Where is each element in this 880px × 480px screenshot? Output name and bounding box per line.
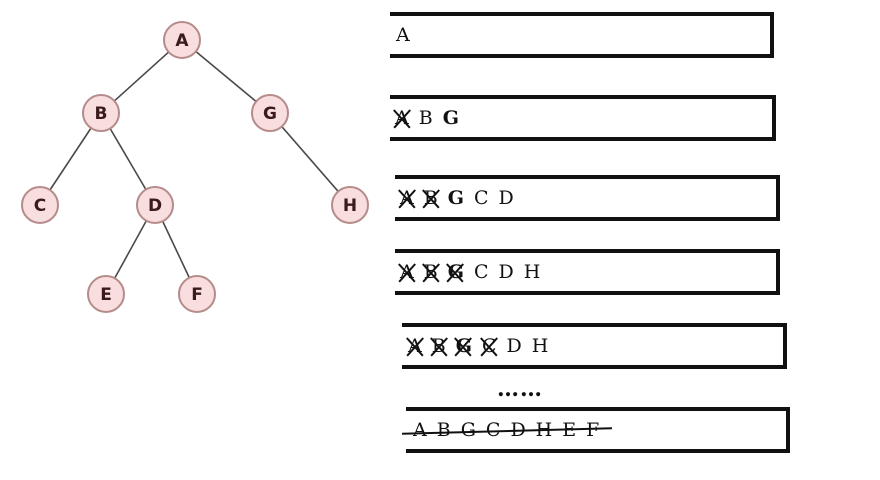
queued-node-H: H <box>523 261 541 283</box>
tree-node-circle <box>87 275 125 313</box>
dequeued-node-G: G <box>455 335 472 357</box>
tree-node-G: G <box>251 94 289 132</box>
queued-node-D: D <box>498 261 514 283</box>
tree-edge-A-G <box>195 50 257 103</box>
dequeued-node-A: A <box>400 261 414 283</box>
queued-node-B: B <box>436 419 451 441</box>
tree-node-circle <box>163 21 201 59</box>
queued-node-E: E <box>562 419 577 441</box>
tree-edge-D-E <box>113 220 148 279</box>
dequeued-node-A: A <box>400 187 414 209</box>
queued-node-G: G <box>442 107 459 129</box>
tree-node-C: C <box>21 186 59 224</box>
queued-node-B: B <box>418 107 433 129</box>
queue-sequence: A <box>396 16 420 54</box>
queue-box-step-1: A <box>390 12 774 58</box>
tree-node-E: E <box>87 275 125 313</box>
tree-node-label: D <box>148 196 162 216</box>
tree-node-label: G <box>263 104 277 124</box>
dequeued-node-C: C <box>481 335 497 357</box>
tree-node-label: B <box>95 104 108 124</box>
dequeued-node-G: G <box>447 261 464 283</box>
tree-node-F: F <box>178 275 216 313</box>
dequeued-node-B: B <box>423 261 438 283</box>
tree-node-D: D <box>136 186 174 224</box>
binary-tree-diagram: A B G C D H E F <box>21 21 369 313</box>
queued-node-A: A <box>413 419 427 441</box>
tree-node-A: A <box>163 21 201 59</box>
ellipsis-text: …… <box>497 376 543 402</box>
dequeued-node-A: A <box>395 107 409 129</box>
tree-edge-B-C <box>49 127 92 191</box>
tree-node-label: E <box>100 285 112 305</box>
tree-node-label: C <box>34 196 46 216</box>
queued-node-A: A <box>396 24 410 46</box>
tree-node-circle <box>251 94 289 132</box>
tree-node-circle <box>82 94 120 132</box>
tree-node-H: H <box>331 186 369 224</box>
tree-node-label: A <box>175 31 189 51</box>
tree-node-circle <box>178 275 216 313</box>
tree-node-B: B <box>82 94 120 132</box>
tree-edge-B-D <box>109 128 147 190</box>
dequeued-node-A: A <box>408 335 422 357</box>
queued-node-D: D <box>506 335 522 357</box>
queued-node-C: C <box>473 261 489 283</box>
dequeued-node-B: B <box>423 187 438 209</box>
tree-node-circle <box>21 186 59 224</box>
tree-node-circle <box>136 186 174 224</box>
queued-node-H: H <box>531 335 549 357</box>
queued-node-F: F <box>586 419 600 441</box>
tree-node-label: F <box>191 285 203 305</box>
tree-edge-D-F <box>161 220 191 279</box>
tree-edge-G-H <box>281 126 339 192</box>
queued-node-D: D <box>498 187 514 209</box>
queued-node-G: G <box>447 187 464 209</box>
queued-node-C: C <box>473 187 489 209</box>
tree-node-label: H <box>343 196 357 216</box>
dequeued-node-B: B <box>431 335 446 357</box>
tree-node-circle <box>331 186 369 224</box>
tree-edge-A-B <box>113 51 170 102</box>
